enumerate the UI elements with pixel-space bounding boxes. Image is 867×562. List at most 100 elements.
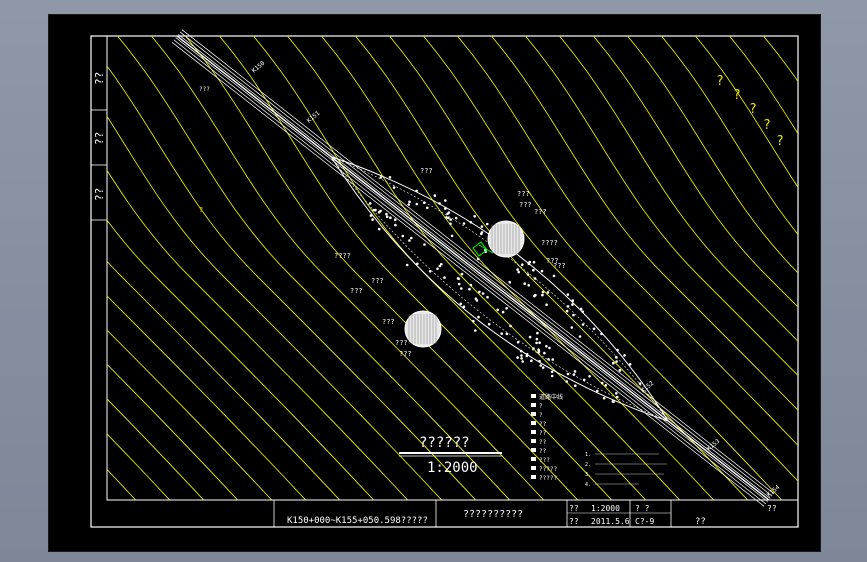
road-line	[174, 40, 766, 504]
planting-dot	[496, 309, 499, 312]
planting-dot	[415, 190, 418, 193]
road-label: ???	[350, 287, 363, 295]
contour-line	[625, 15, 820, 551]
contour-line	[557, 15, 820, 551]
planting-dot	[455, 217, 458, 220]
kp-label: K150	[251, 60, 267, 75]
planting-dot	[551, 371, 554, 374]
planting-dot	[551, 375, 554, 378]
legend-label: ???	[539, 457, 550, 464]
road-line	[180, 32, 772, 496]
planting-dot	[538, 341, 541, 344]
planting-dot	[440, 263, 443, 266]
planting-dot	[581, 310, 584, 313]
planting-dot	[408, 201, 411, 204]
planting-dot	[460, 287, 463, 290]
planting-dot	[393, 186, 396, 189]
planting-dot	[438, 202, 441, 205]
planting-dot	[580, 308, 583, 311]
notes: 1. 2. 3. 4.	[585, 452, 667, 488]
planting-dot	[539, 364, 542, 367]
planting-dot	[434, 194, 437, 197]
planting-dot	[457, 277, 460, 280]
planting-dot	[542, 366, 545, 369]
planting-dot	[639, 382, 642, 385]
planting-dot	[506, 333, 509, 336]
planting-dot	[583, 379, 586, 382]
planting-dot	[389, 176, 392, 179]
planting-dot	[378, 228, 381, 231]
road-line	[178, 34, 770, 498]
planting-dot	[516, 356, 519, 359]
planting-dot	[394, 224, 397, 227]
road-label: ????	[541, 239, 558, 247]
legend-right-top: ? ? ? ? ?	[716, 74, 784, 149]
road-label: ???	[553, 262, 566, 270]
planting-dot	[476, 299, 479, 302]
note: 2.	[585, 462, 591, 468]
left-panel-label: ??	[93, 132, 106, 145]
legend-label: 道路中线	[539, 393, 563, 401]
planting-dot	[389, 216, 392, 219]
planting-dot	[386, 215, 389, 218]
planting-dot	[615, 356, 618, 359]
contour-line	[49, 15, 323, 551]
planting-dot	[532, 269, 535, 272]
contour-line	[693, 15, 820, 551]
planting-dot	[371, 218, 374, 221]
planting-dot	[394, 218, 397, 221]
scale-bar: ?????? 1:2000	[399, 435, 502, 476]
legend-mark: ?	[749, 102, 757, 117]
planting-dot	[423, 201, 426, 204]
planting-dot	[615, 392, 618, 395]
planting-dot	[566, 310, 569, 313]
legend-swatch	[531, 421, 536, 425]
legend-swatch	[531, 439, 536, 443]
planting-dot	[463, 222, 466, 225]
planting-dot	[474, 329, 477, 332]
cad-drawing: ?? ?? ?? ? ? ? ? ? ? ??? ??? ??? ??? ???…	[49, 15, 820, 551]
note: 3.	[585, 472, 591, 478]
contour-line	[49, 15, 425, 551]
scale-value-tb: 1:2000	[591, 504, 620, 513]
scale-title: ??????	[419, 435, 470, 451]
contour-line	[49, 15, 255, 551]
planting-dot	[477, 258, 480, 261]
planting-dot	[385, 213, 388, 216]
contour-line	[319, 15, 799, 551]
planting-dot	[536, 338, 539, 341]
north-mark: ??	[767, 504, 777, 513]
planting-dot	[532, 347, 535, 350]
sheet-number: C?-9	[635, 517, 654, 526]
legend-label: ?????	[539, 475, 557, 482]
planting-dot	[542, 291, 545, 294]
planting-dot	[547, 358, 550, 361]
planting-dot	[534, 294, 537, 297]
planting-dot	[533, 261, 536, 264]
planting-dot	[402, 235, 405, 238]
contour-line	[49, 15, 357, 551]
left-panel: ?? ?? ??	[91, 72, 107, 220]
sheet-label: ? ?	[635, 504, 650, 513]
legend: 道路中线???????????????????????	[531, 393, 563, 482]
planting-dot	[472, 320, 475, 323]
planting-dot	[488, 323, 491, 326]
planting-dot	[615, 360, 618, 363]
legend-mark: ?	[733, 88, 741, 103]
planting-dot	[423, 243, 426, 246]
planting-dot	[541, 294, 544, 297]
planting-dot	[534, 277, 537, 280]
note: 1.	[585, 452, 591, 458]
planting-dot	[593, 328, 596, 331]
legend-label: ??	[539, 439, 547, 446]
planting-dot	[509, 325, 512, 328]
planting-dot	[444, 207, 447, 210]
road-label: ???	[517, 190, 530, 198]
planting-dot	[470, 284, 473, 287]
note: 4.	[585, 482, 591, 488]
planting-dot	[572, 299, 575, 302]
planting-dot	[545, 345, 548, 348]
contour-line	[49, 15, 85, 551]
road-label: ???	[534, 208, 547, 216]
planting-dot	[567, 293, 570, 296]
